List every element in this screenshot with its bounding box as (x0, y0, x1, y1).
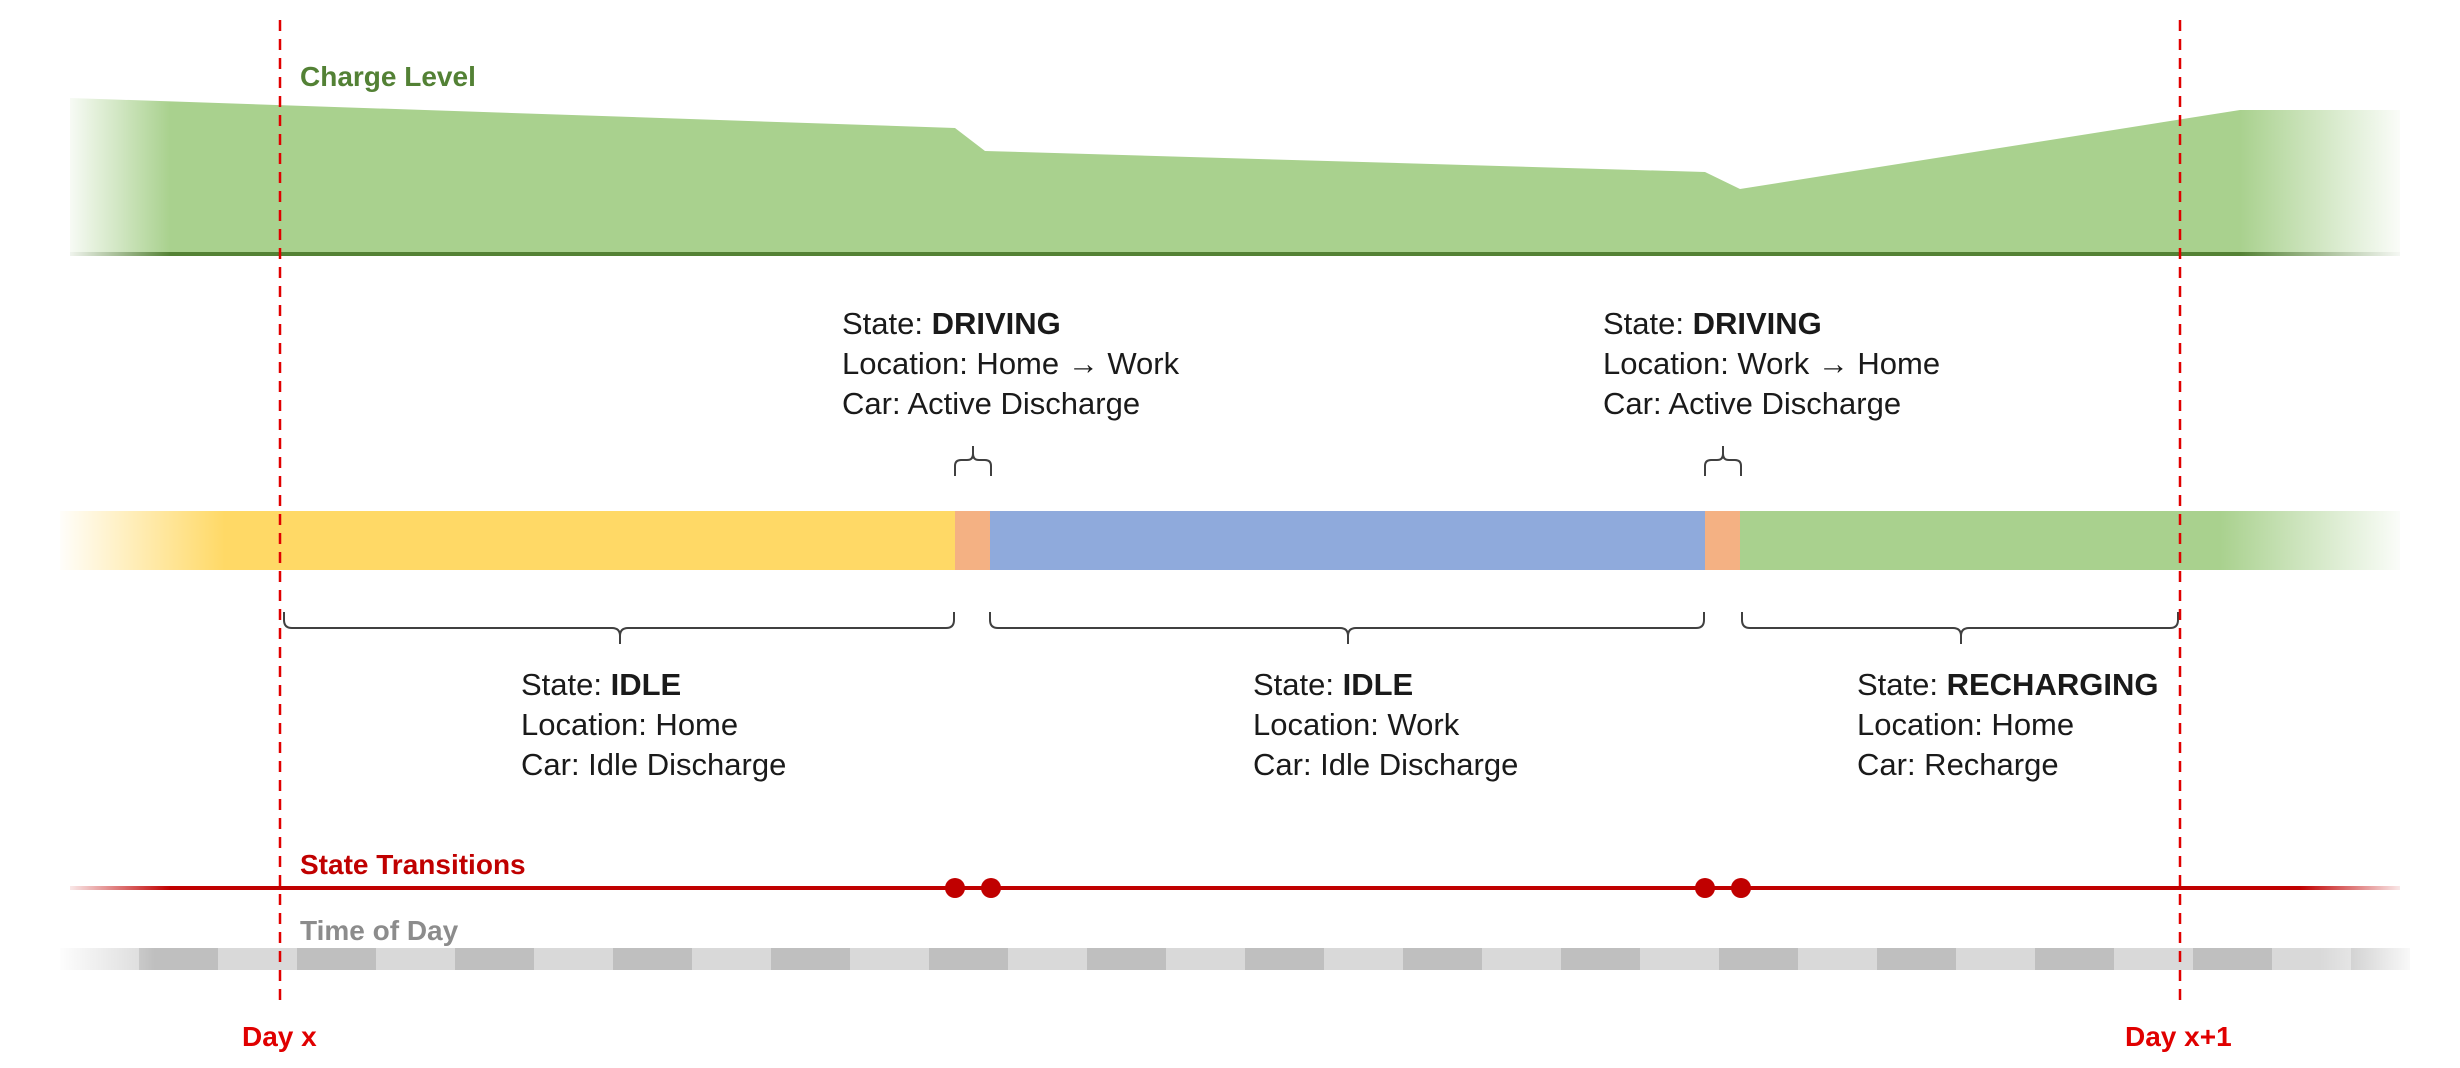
time-of-day-segment (1324, 948, 1403, 970)
state-bar-fade-right (2220, 505, 2410, 576)
transitions-fade-left (60, 880, 170, 896)
time-of-day-segment (771, 948, 850, 970)
transition-dot-leave-work (1695, 878, 1715, 898)
time-fade-left (55, 946, 155, 972)
time-of-day-segment (1087, 948, 1166, 970)
car-text: Car: Recharge (1857, 747, 2059, 782)
state-name: DRIVING (1693, 306, 1822, 341)
state-prefix: State: (1253, 667, 1343, 702)
recharging-brace (1741, 612, 2179, 644)
driving-brace-2 (1704, 446, 1742, 476)
state-prefix: State: (1603, 306, 1693, 341)
state-prefix: State: (521, 667, 611, 702)
state-segment-idle-work (990, 511, 1706, 570)
time-of-day-segment (2193, 948, 2272, 970)
state-prefix: State: (1857, 667, 1947, 702)
car-text: Car: Idle Discharge (521, 747, 786, 782)
time-of-day-segment (1245, 948, 1324, 970)
location-text: Location: Work (1253, 707, 1460, 742)
time-of-day-segment (613, 948, 692, 970)
time-of-day-segment (2114, 948, 2193, 970)
transition-dot-arrive-home (1731, 878, 1751, 898)
time-of-day-segment (218, 948, 297, 970)
driving-description-1: State: DRIVING Location: Home → Work Car… (842, 306, 1180, 421)
state-name: RECHARGING (1947, 667, 2159, 702)
idle-home-brace (283, 612, 955, 644)
day-x-plus-1-label: Day x+1 (2125, 1021, 2232, 1052)
time-of-day-segment (1719, 948, 1798, 970)
transition-dot-leave-home (945, 878, 965, 898)
state-bar (55, 505, 2410, 576)
svg-text:State: DRIVING: State: DRIVING (1603, 306, 1822, 341)
svg-text:State: DRIVING: State: DRIVING (842, 306, 1061, 341)
recharging-description: State: RECHARGING Location: Home Car: Re… (1857, 667, 2158, 782)
state-transitions-label: State Transitions (300, 849, 526, 880)
time-of-day-segment (1877, 948, 1956, 970)
time-of-day-label: Time of Day (300, 915, 459, 946)
location-text: Location: Home → Work (842, 346, 1180, 381)
state-segment-driving-home-work (955, 511, 991, 570)
car-text: Car: Active Discharge (1603, 386, 1901, 421)
time-of-day-segment (2035, 948, 2114, 970)
time-of-day-segment (534, 948, 613, 970)
charge-level-area (70, 98, 2400, 254)
location-text: Location: Home (1857, 707, 2074, 742)
svg-text:State: IDLE: State: IDLE (1253, 667, 1413, 702)
time-of-day-segment (1640, 948, 1719, 970)
time-of-day-segment (1403, 948, 1482, 970)
svg-text:State: IDLE: State: IDLE (521, 667, 681, 702)
time-of-day-segment (692, 948, 771, 970)
car-text: Car: Active Discharge (842, 386, 1140, 421)
svg-text:State: RECHARGING: State: RECHARGING (1857, 667, 2158, 702)
time-of-day-segment (139, 948, 218, 970)
time-of-day-segment (1956, 948, 2035, 970)
car-text: Car: Idle Discharge (1253, 747, 1518, 782)
idle-home-description: State: IDLE Location: Home Car: Idle Dis… (521, 667, 786, 782)
state-bar-fade-left (55, 505, 225, 576)
time-of-day-segment (1561, 948, 1640, 970)
time-of-day-segment (1166, 948, 1245, 970)
state-name: IDLE (611, 667, 682, 702)
transitions-fade-right (2300, 880, 2410, 896)
idle-work-brace (989, 612, 1705, 644)
time-of-day-segment (376, 948, 455, 970)
charge-fade-right (2240, 90, 2410, 260)
driving-brace-1 (954, 446, 992, 476)
charge-level-band (60, 90, 2410, 260)
time-of-day-segment (1798, 948, 1877, 970)
time-of-day-segment (455, 948, 534, 970)
time-of-day-segment (929, 948, 1008, 970)
time-of-day-segment (1482, 948, 1561, 970)
time-fade-right (2320, 946, 2420, 972)
state-transitions-line-group (60, 878, 2410, 898)
state-segment-driving-work-home (1705, 511, 1741, 570)
time-of-day-strip (60, 948, 2410, 970)
time-of-day-segment (1008, 948, 1087, 970)
transition-dot-arrive-work (981, 878, 1001, 898)
state-prefix: State: (842, 306, 932, 341)
time-of-day-segment (297, 948, 376, 970)
driving-description-2: State: DRIVING Location: Work → Home Car… (1603, 306, 1940, 421)
location-text: Location: Home (521, 707, 738, 742)
idle-work-description: State: IDLE Location: Work Car: Idle Dis… (1253, 667, 1518, 782)
state-name: IDLE (1343, 667, 1414, 702)
charge-fade-left (60, 90, 170, 260)
state-name: DRIVING (932, 306, 1061, 341)
charge-level-label: Charge Level (300, 61, 476, 92)
day-x-label: Day x (242, 1021, 317, 1052)
location-text: Location: Work → Home (1603, 346, 1940, 381)
time-of-day-segment (850, 948, 929, 970)
